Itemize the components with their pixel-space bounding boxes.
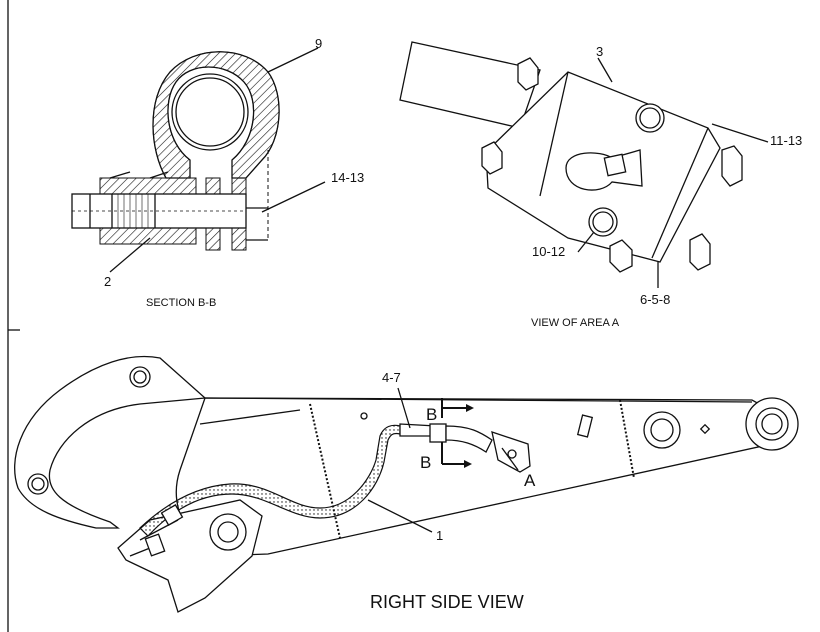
callout-4-7: 4-7 [382, 370, 401, 385]
callout-14-13: 14-13 [331, 170, 364, 185]
view-area-a-caption: VIEW OF AREA A [531, 317, 620, 329]
view-area-a-drawing [399, 41, 769, 288]
callout-1: 1 [436, 528, 443, 543]
callout-10-12: 10-12 [532, 244, 565, 259]
callout-6-5-8: 6-5-8 [640, 292, 670, 307]
section-b-b-caption: SECTION B-B [146, 297, 216, 309]
section-marker-lower: B [420, 453, 431, 472]
callout-2: 2 [104, 274, 111, 289]
area-marker: A [524, 471, 536, 490]
section-b-b-drawing [71, 47, 326, 273]
section-marker-upper: B [426, 405, 437, 424]
callout-9: 9 [315, 36, 322, 51]
callout-3: 3 [596, 44, 603, 59]
callout-11-13: 11-13 [770, 133, 802, 148]
boom-arm-drawing [14, 355, 799, 613]
right-side-view-caption: RIGHT SIDE VIEW [370, 592, 524, 612]
